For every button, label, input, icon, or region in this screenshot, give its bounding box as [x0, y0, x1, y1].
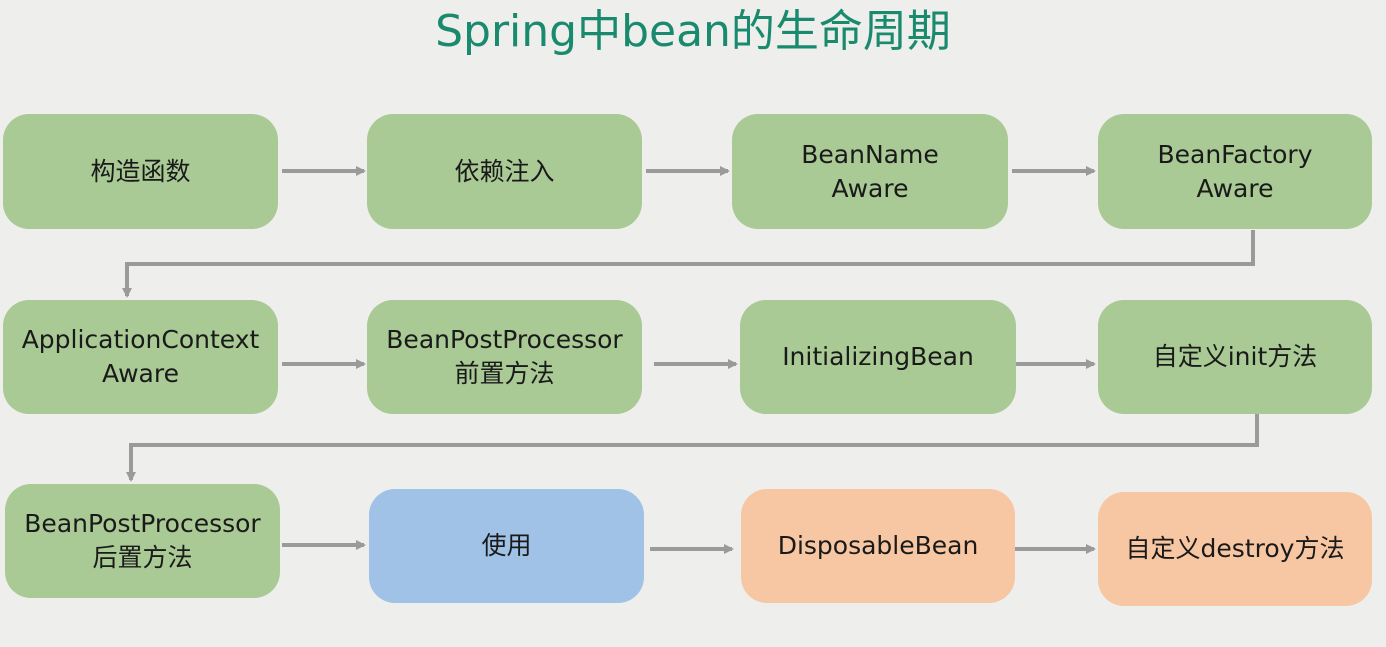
step-application-context-aware: ApplicationContext Aware — [3, 300, 278, 414]
step-constructor: 构造函数 — [3, 114, 278, 229]
step-bpp-before: BeanPostProcessor 前置方法 — [367, 300, 642, 414]
arrow-8-9 — [126, 414, 1259, 482]
step-custom-destroy: 自定义destroy方法 — [1098, 492, 1372, 606]
step-dependency-injection: 依赖注入 — [367, 114, 642, 229]
step-initializing-bean: InitializingBean — [740, 300, 1016, 414]
diagram-title: Spring中bean的生命周期 — [435, 6, 951, 57]
step-custom-init: 自定义init方法 — [1098, 300, 1372, 414]
step-disposable-bean: DisposableBean — [741, 489, 1015, 603]
step-bean-name-aware: BeanName Aware — [732, 114, 1008, 229]
step-bpp-after: BeanPostProcessor 后置方法 — [5, 484, 280, 598]
step-use: 使用 — [369, 489, 644, 603]
step-bean-factory-aware: BeanFactory Aware — [1098, 114, 1372, 229]
arrow-4-5 — [122, 230, 1255, 298]
